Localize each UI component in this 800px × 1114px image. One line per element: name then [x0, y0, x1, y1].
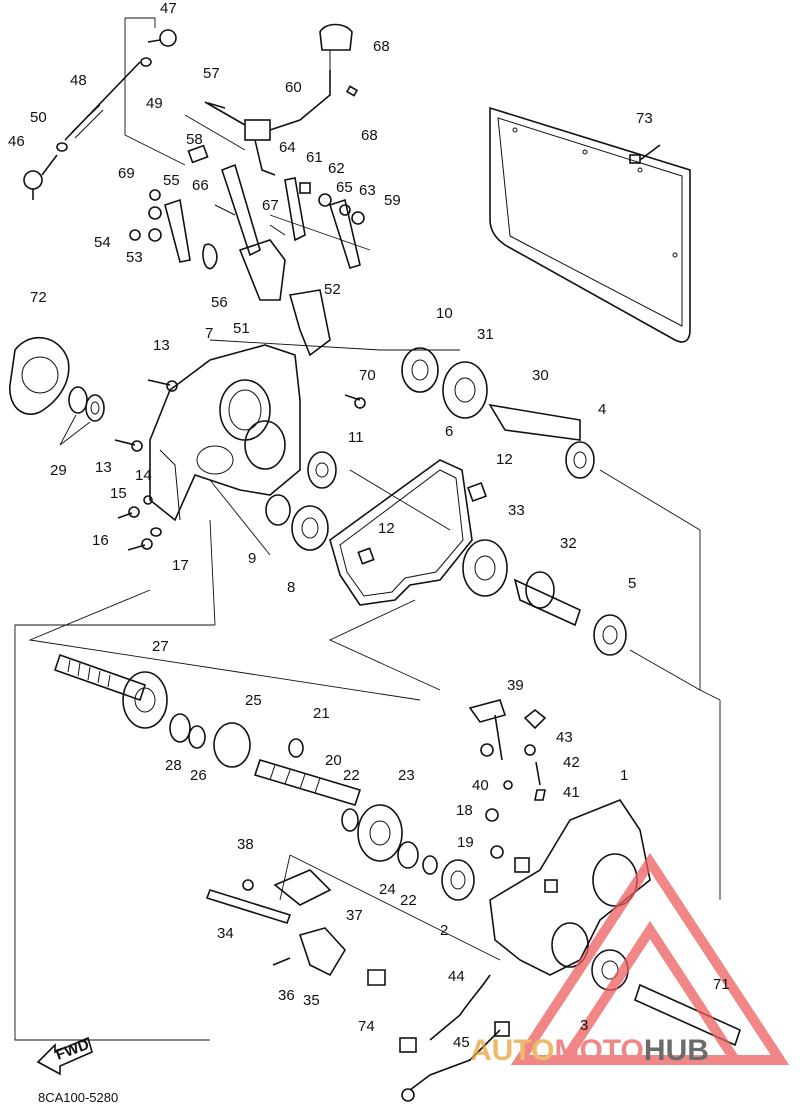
part-callout-44: 44	[448, 968, 465, 985]
part-callout-26: 26	[190, 767, 207, 784]
part-callout-46: 46	[8, 133, 25, 150]
part-callout-25: 25	[245, 692, 262, 709]
cover-panel	[489, 106, 691, 343]
part-callout-15: 15	[110, 485, 127, 502]
part-callout-35: 35	[303, 992, 320, 1009]
part-callout-16: 16	[92, 532, 109, 549]
part-callout-56: 56	[211, 294, 228, 311]
part-callout-14: 14	[135, 467, 152, 484]
part-callout-52: 52	[324, 281, 341, 298]
part-callout-9: 9	[248, 550, 256, 567]
part-callout-41: 41	[563, 784, 580, 801]
part-callout-13: 13	[153, 337, 170, 354]
part-callout-40: 40	[472, 777, 489, 794]
part-callout-39: 39	[507, 677, 524, 694]
wiring	[399, 974, 510, 1102]
part-callout-66: 66	[192, 177, 209, 194]
shift-linkage	[23, 23, 366, 551]
part-callout-48: 48	[70, 72, 87, 89]
part-callout-60: 60	[285, 79, 302, 96]
part-callout-73: 73	[636, 110, 653, 127]
part-callout-21: 21	[313, 705, 330, 722]
part-callout-29: 29	[50, 462, 67, 479]
diagram-code: 8CA100-5280	[38, 1090, 118, 1105]
part-callout-74: 74	[358, 1018, 375, 1035]
part-callout-65: 65	[336, 179, 353, 196]
part-callout-30: 30	[532, 367, 549, 384]
part-callout-18: 18	[456, 802, 473, 819]
part-callout-27: 27	[152, 638, 169, 655]
part-callout-24: 24	[379, 881, 396, 898]
main-shaft-assembly	[53, 653, 475, 901]
part-callout-55: 55	[163, 172, 180, 189]
part-callout-32: 32	[560, 535, 577, 552]
part-callout-45: 45	[453, 1034, 470, 1051]
part-callout-22: 22	[343, 767, 360, 784]
center-gasket	[329, 459, 473, 606]
part-callout-19: 19	[457, 834, 474, 851]
part-callout-11: 11	[348, 429, 364, 446]
part-callout-70: 70	[359, 367, 376, 384]
upper-shaft-components	[265, 347, 627, 656]
left-case-cover	[149, 344, 301, 522]
part-callout-23: 23	[398, 767, 415, 784]
part-callout-2: 2	[440, 922, 448, 939]
part-callout-62: 62	[328, 160, 345, 177]
part-callout-68: 68	[361, 127, 378, 144]
part-callout-69: 69	[118, 165, 135, 182]
part-callout-51: 51	[233, 320, 250, 337]
watermark: AUTOMOTOHUB	[470, 852, 790, 1067]
part-callout-61: 61	[306, 149, 323, 166]
part-callout-54: 54	[94, 234, 111, 251]
part-callout-12: 12	[378, 520, 395, 537]
part-callout-12: 12	[496, 451, 513, 468]
part-callout-72: 72	[30, 289, 47, 306]
part-callout-5: 5	[628, 575, 636, 592]
part-callout-34: 34	[217, 925, 234, 942]
part-callout-3: 3	[580, 1017, 588, 1034]
part-callout-31: 31	[477, 326, 494, 343]
part-callout-36: 36	[278, 987, 295, 1004]
part-callout-8: 8	[287, 579, 295, 596]
part-callout-58: 58	[186, 131, 203, 148]
part-callout-38: 38	[237, 836, 254, 853]
watermark-auto: AUTOMOTOHUB	[470, 1034, 709, 1067]
part-callout-28: 28	[165, 757, 182, 774]
part-callout-63: 63	[359, 182, 376, 199]
part-callout-42: 42	[563, 754, 580, 771]
part-callout-68: 68	[373, 38, 390, 55]
part-callout-50: 50	[30, 109, 47, 126]
part-callout-7: 7	[205, 325, 213, 342]
part-callout-1: 1	[620, 767, 628, 784]
part-callout-17: 17	[172, 557, 189, 574]
part-callout-37: 37	[346, 907, 363, 924]
part-callout-47: 47	[160, 0, 177, 17]
part-callout-10: 10	[436, 305, 453, 322]
part-callout-53: 53	[126, 249, 143, 266]
part-callout-49: 49	[146, 95, 163, 112]
part-callout-33: 33	[508, 502, 525, 519]
shift-forks	[205, 869, 386, 986]
part-callout-67: 67	[262, 197, 279, 214]
part-callout-64: 64	[279, 139, 296, 156]
part-callout-22: 22	[400, 892, 417, 909]
part-callout-13: 13	[95, 459, 112, 476]
part-callout-6: 6	[445, 423, 453, 440]
part-callout-43: 43	[556, 729, 573, 746]
part-callout-57: 57	[203, 65, 220, 82]
gasket-and-seals	[9, 336, 105, 446]
part-callout-71: 71	[713, 976, 730, 993]
part-callout-59: 59	[384, 192, 401, 209]
fwd-arrow-icon: FWD	[36, 1036, 93, 1076]
part-callout-4: 4	[598, 401, 606, 418]
part-callout-20: 20	[325, 752, 342, 769]
